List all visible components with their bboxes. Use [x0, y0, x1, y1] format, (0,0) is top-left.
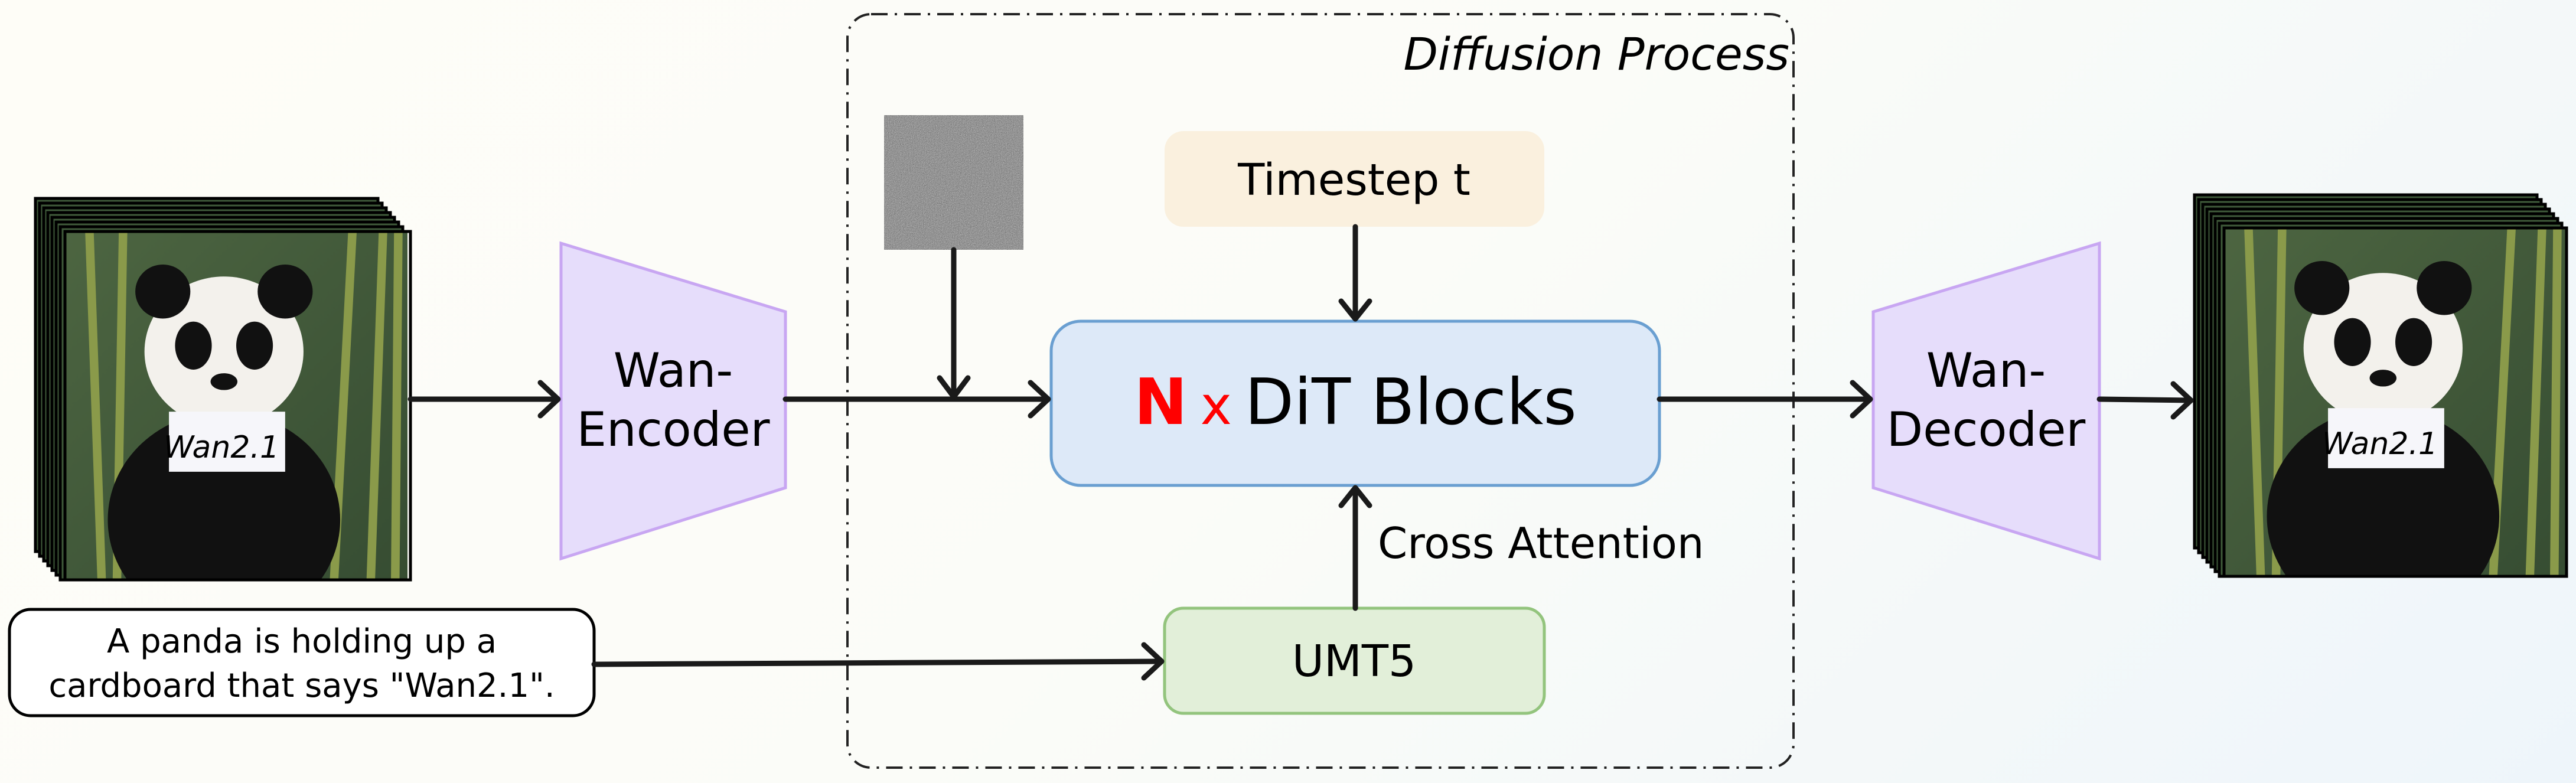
- dit-n: N: [1134, 366, 1187, 439]
- arrow-dit-to-decoder: [1657, 380, 1873, 419]
- output-sign-text: Wan2.1: [2322, 426, 2438, 462]
- encoder-label-line2: Encoder: [576, 402, 769, 457]
- decoder-label-line2: Decoder: [1887, 402, 2086, 457]
- wan-encoder-block: [559, 241, 787, 561]
- input-sign-text: Wan2.1: [164, 430, 279, 465]
- dit-label: DiT Blocks: [1245, 366, 1577, 439]
- arrow-timestep-to-dit: [1338, 224, 1372, 322]
- input-video-frames: Wan2.1: [34, 197, 412, 582]
- diffusion-process-region: [846, 13, 1795, 769]
- dit-x: x: [1201, 375, 1232, 437]
- timestep-label: Timestep t: [1237, 155, 1470, 205]
- arrow-video-to-encoder: [407, 380, 561, 419]
- arrow-umt5-to-dit: [1338, 485, 1372, 611]
- noise-latent-texture: [884, 115, 1023, 250]
- umt5-label: UMT5: [1292, 636, 1416, 687]
- prompt-line1: A panda is holding up a: [107, 622, 497, 661]
- timestep-block: [1165, 131, 1544, 227]
- diffusion-process-label: Diffusion Process: [1404, 28, 1790, 80]
- arrow-decoder-to-video: [2096, 381, 2194, 420]
- cross-attention-label: Cross Attention: [1378, 518, 1704, 568]
- prompt-line2: cardboard that says "Wan2.1".: [48, 667, 555, 705]
- arrow-encoder-to-dit: [782, 380, 1051, 419]
- wan-decoder-block: [1871, 241, 2101, 561]
- arrow-prompt-to-umt5: [591, 642, 1165, 681]
- output-video-frames: Wan2.1: [2193, 193, 2568, 578]
- encoder-label-line1: Wan-: [614, 343, 733, 398]
- arrow-noise-to-latent: [937, 247, 971, 400]
- decoder-label-line1: Wan-: [1926, 343, 2046, 398]
